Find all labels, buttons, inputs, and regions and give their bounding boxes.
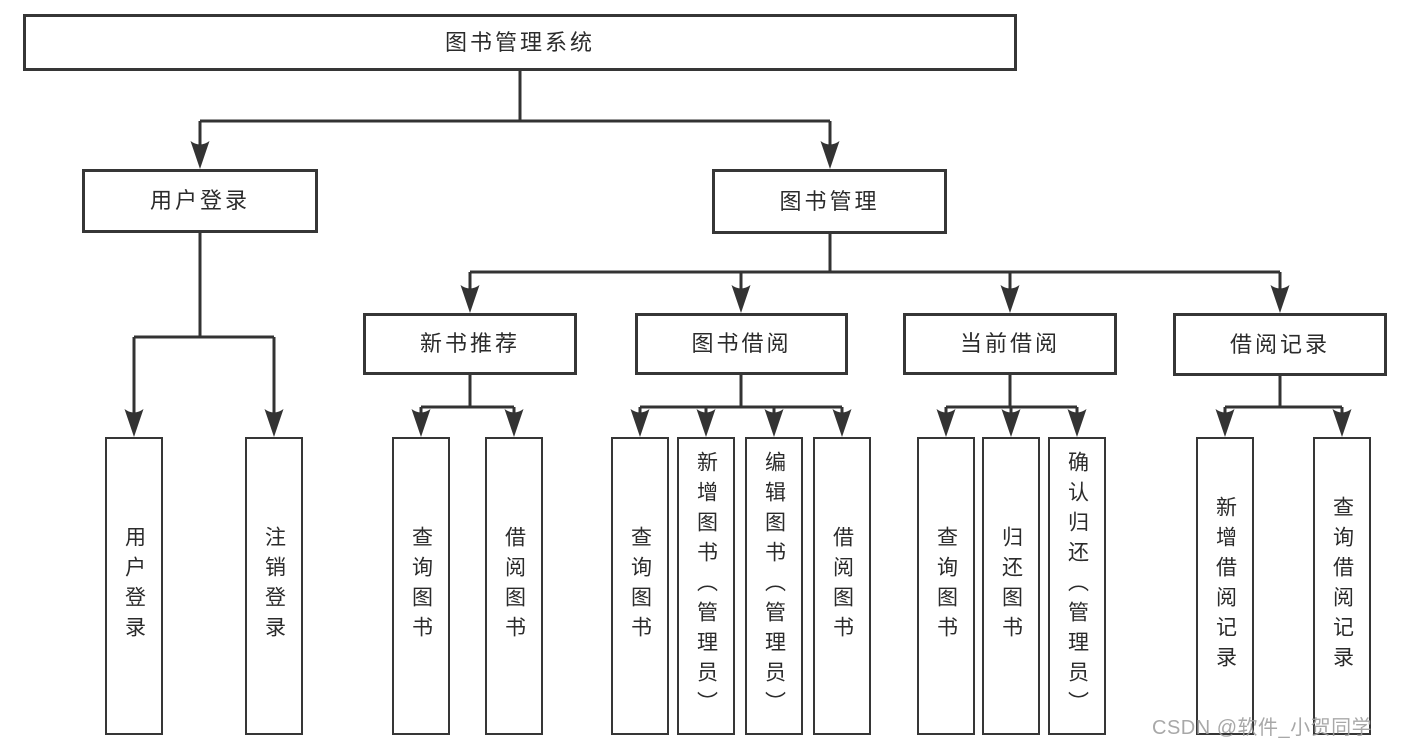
node-label: 图书管理: [779, 188, 880, 214]
node-label: 查询图书: [409, 526, 433, 646]
node-label: 查询图书: [934, 526, 958, 646]
node-label: 注销登录: [262, 526, 286, 646]
node-label: 编辑图书（管理员）: [762, 451, 786, 721]
node-label: 确认归还（管理员）: [1065, 451, 1089, 721]
arrow-icon: [190, 141, 210, 169]
node-label: 新增借阅记录: [1213, 496, 1237, 676]
leaf-edit-books-admin: 编辑图书（管理员）: [745, 437, 803, 735]
leaf-add-borrow-record: 新增借阅记录: [1196, 437, 1254, 735]
current-borrow-branch-line: [944, 375, 1079, 414]
node-label: 查询借阅记录: [1330, 496, 1354, 676]
book-borrow-branch-line: [638, 375, 844, 414]
leaf-user-login: 用户登录: [105, 437, 163, 735]
leaf-borrow-books-recommend: 借阅图书: [485, 437, 543, 735]
arrow-icon: [411, 409, 431, 437]
node-label: 查询图书: [628, 526, 652, 646]
arrow-icon: [460, 285, 480, 313]
node-label: 当前借阅: [959, 331, 1060, 356]
node-user-login: 用户登录: [82, 169, 318, 233]
arrow-icon: [1332, 409, 1352, 437]
node-new-book-recommendation: 新书推荐: [363, 313, 577, 375]
user-login-branch-line: [132, 233, 276, 413]
leaf-query-borrow-record: 查询借阅记录: [1313, 437, 1371, 735]
leaf-logout: 注销登录: [245, 437, 303, 735]
leaf-borrow-books: 借阅图书: [813, 437, 871, 735]
node-label: 图书管理系统: [444, 29, 595, 55]
arrow-icon: [630, 409, 650, 437]
root-branch-line: [198, 70, 832, 146]
node-label: 用户登录: [149, 188, 250, 213]
arrow-icon: [820, 141, 840, 169]
arrow-icon: [1215, 409, 1235, 437]
csdn-watermark: CSDN @软件_小贺同学: [1152, 717, 1373, 739]
arrow-icon: [936, 409, 956, 437]
node-label: 借阅图书: [830, 526, 854, 646]
node-borrowing-records: 借阅记录: [1173, 313, 1387, 376]
arrow-icon: [764, 409, 784, 437]
node-book-borrowing: 图书借阅: [635, 313, 848, 375]
node-label: 图书借阅: [691, 331, 792, 356]
node-label: 借阅记录: [1229, 331, 1330, 357]
arrow-icon: [832, 409, 852, 437]
borrow-record-branch-line: [1223, 376, 1344, 414]
arrow-icon: [731, 285, 751, 313]
node-label: 用户登录: [122, 526, 146, 646]
arrow-icon: [1001, 409, 1021, 437]
new-book-branch-line: [419, 375, 516, 414]
node-label: 归还图书: [999, 526, 1023, 646]
leaf-query-books-recommend: 查询图书: [392, 437, 450, 735]
leaf-add-books-admin: 新增图书（管理员）: [677, 437, 735, 735]
leaf-query-books-current: 查询图书: [917, 437, 975, 735]
arrow-icon: [1270, 285, 1290, 313]
arrow-icon: [124, 409, 144, 437]
node-library-management-system: 图书管理系统: [23, 14, 1017, 71]
node-book-management: 图书管理: [712, 169, 947, 234]
node-current-borrowing: 当前借阅: [903, 313, 1117, 375]
arrow-icon: [264, 409, 284, 437]
leaf-confirm-return-admin: 确认归还（管理员）: [1048, 437, 1106, 735]
leaf-query-books-borrow: 查询图书: [611, 437, 669, 735]
arrowheads: [124, 141, 1352, 437]
connector-lines: [132, 70, 1344, 414]
leaf-return-books: 归还图书: [982, 437, 1040, 735]
node-label: 新书推荐: [419, 331, 520, 356]
book-management-branch-line: [468, 234, 1282, 290]
arrow-icon: [1000, 285, 1020, 313]
arrow-icon: [504, 409, 524, 437]
arrow-icon: [696, 409, 716, 437]
node-label: 新增图书（管理员）: [694, 451, 718, 721]
node-label: 借阅图书: [502, 526, 526, 646]
arrow-icon: [1067, 409, 1087, 437]
